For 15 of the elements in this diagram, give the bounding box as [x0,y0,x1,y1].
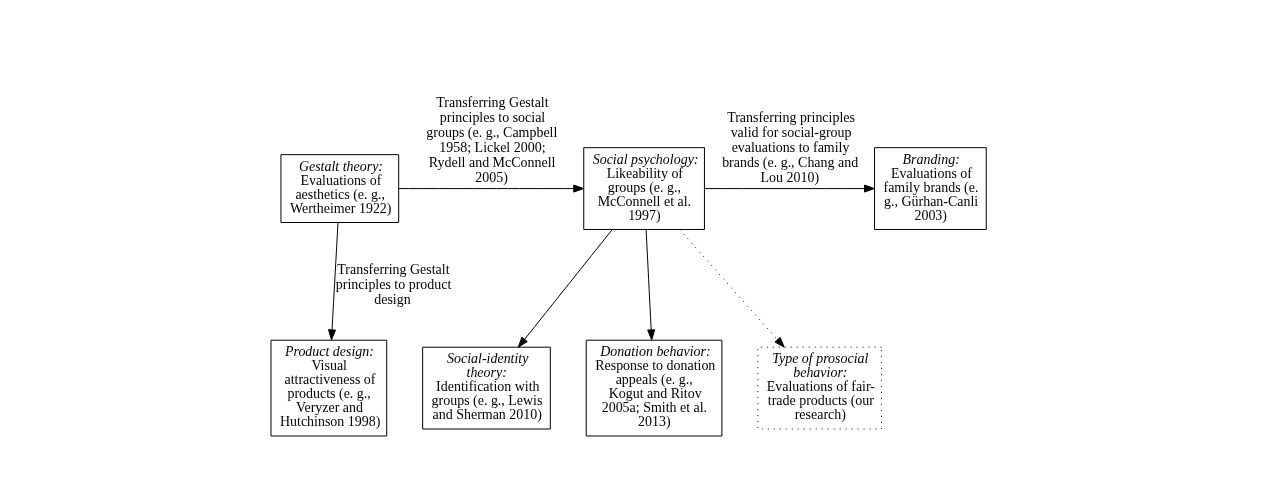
arrow [645,229,655,341]
edge-label: Transferring Gestalt principles to social groups (e. g., Campbell 1958; Lickel 2000; Rydell and McConnell 2005) [425,94,557,185]
node-box: Branding: Evaluations of family brands (e. g., Gürhan-Canli 2003) [873,147,987,230]
node-box: Gestalt theory: Evaluations of aesthetics (e. g., Wertheimer 1922) [279,154,399,223]
node-box: Social-identity theory: Identification with groups (e. g., Lewis and Sherman 2010) [421,346,551,430]
node-box: Type of prosocial behavior: Evaluations of fair-trade products (our research) [756,346,882,430]
edge-label: Transferring principles valid for social-group evaluations to family brands (e. g., Chang and Lou 2010) [721,109,858,185]
node-box: Social psychology: Likeability of groups (e. g., McConnell et al. 1997) [582,147,705,230]
arrow [327,222,338,341]
arrow [517,229,613,348]
arrow [703,184,875,193]
node-box: Product design: Visual attractiveness of products (e. g., Veryzer and Hutchinson 1998) [270,339,387,437]
node-box: Donation behavior: Response to donation appeals (e. g., Kogut and Ritov 2005a; Smith et al. 2013) [585,339,722,437]
arrow [397,184,584,193]
edge-label: Transferring Gestalt principles to product design [335,261,451,307]
